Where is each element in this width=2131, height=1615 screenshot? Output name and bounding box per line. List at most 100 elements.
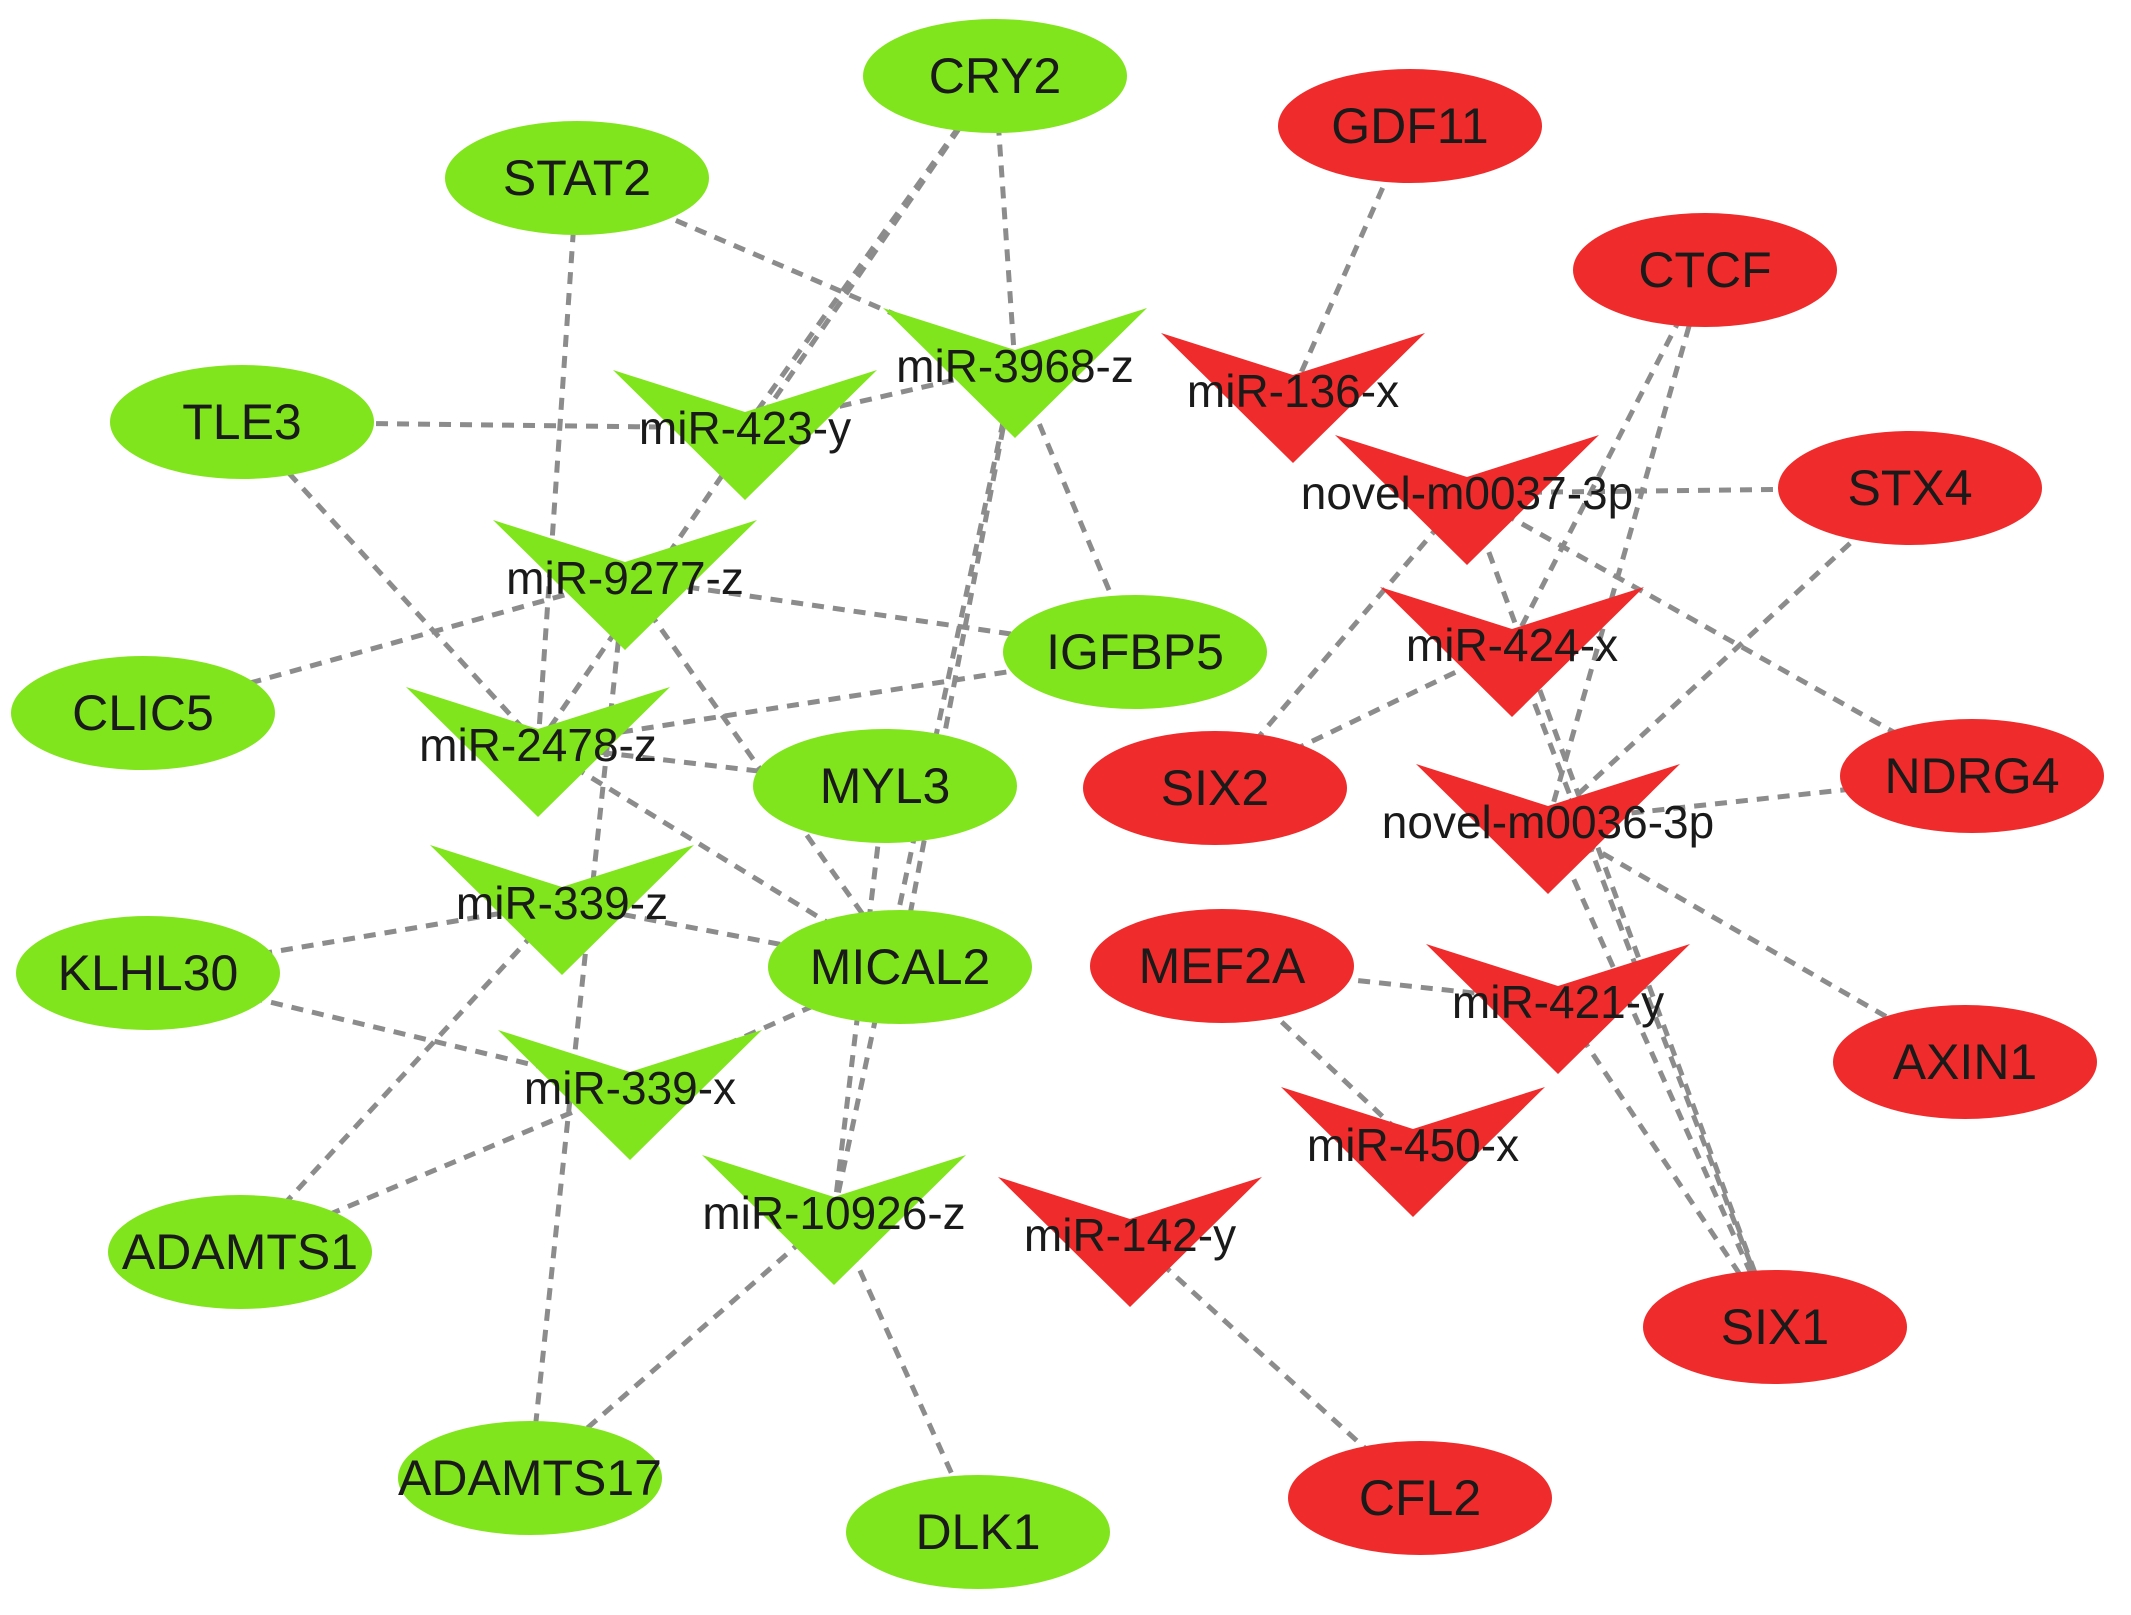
gene-label: CFL2	[1359, 1470, 1481, 1526]
edge-mir-10926-z-mir-3968-z	[831, 365, 1018, 1214]
gene-label: ADAMTS17	[398, 1450, 662, 1506]
gene-label: SIX2	[1161, 760, 1269, 816]
gene-ellipse-shape	[1278, 69, 1542, 183]
node-layer: miR-3968-z miR-423-y miR-9277-z miR-2478-z m…	[11, 19, 2104, 1589]
edge-mir-2478-z-myl3	[537, 742, 886, 789]
gene-label: STAT2	[503, 150, 651, 206]
mirna-arrow-shape	[1335, 435, 1599, 565]
mirna-node-mir-2478-z: miR-2478-z	[406, 687, 670, 817]
gene-ellipse-shape	[1573, 213, 1837, 327]
mirna-label: miR-423-y	[639, 402, 851, 454]
mirna-arrow-shape	[1380, 587, 1644, 717]
mirna-node-mir-10926-z: miR-10926-z	[702, 1155, 966, 1285]
gene-node-axin1: AXIN1	[1833, 1005, 2097, 1119]
mirna-label: miR-142-y	[1024, 1209, 1236, 1261]
gene-label: CTCF	[1638, 242, 1771, 298]
mirna-node-novel-m0036-3p: novel-m0036-3p	[1382, 764, 1714, 894]
gene-node-klhl30: KLHL30	[16, 916, 280, 1030]
mirna-arrow-shape	[1426, 944, 1690, 1074]
gene-node-mical2: MICAL2	[768, 910, 1032, 1024]
gene-node-igfbp5: IGFBP5	[1003, 595, 1267, 709]
gene-node-myl3: MYL3	[753, 729, 1017, 843]
mirna-label: miR-424-x	[1406, 619, 1618, 671]
mirna-node-mir-450-x: miR-450-x	[1281, 1087, 1545, 1217]
gene-ellipse-shape	[445, 121, 709, 235]
mirna-arrow-shape	[406, 687, 670, 817]
gene-node-cry2: CRY2	[863, 19, 1127, 133]
mirna-arrow-shape	[493, 520, 757, 650]
gene-node-stat2: STAT2	[445, 121, 709, 235]
edge-mir-2478-z-mical2	[536, 742, 902, 970]
gene-label: MYL3	[820, 758, 951, 814]
gene-node-cfl2: CFL2	[1288, 1441, 1552, 1555]
gene-node-six2: SIX2	[1083, 731, 1347, 845]
edge-novel-m0036-3p-ctcf	[1545, 269, 1708, 823]
gene-ellipse-shape	[11, 656, 275, 770]
gene-node-adamts1: ADAMTS1	[108, 1195, 372, 1309]
gene-node-ndrg4: NDRG4	[1840, 719, 2104, 833]
mirna-node-novel-m0037-3p: novel-m0037-3p	[1301, 435, 1633, 565]
gene-ellipse-shape	[108, 1195, 372, 1309]
gene-ellipse-shape	[1288, 1441, 1552, 1555]
gene-label: KLHL30	[58, 945, 239, 1001]
mirna-node-mir-339-x: miR-339-x	[498, 1030, 762, 1160]
mirna-label: miR-3968-z	[896, 340, 1134, 392]
gene-node-six1: SIX1	[1643, 1270, 1907, 1384]
edge-mir-10926-z-dlk1	[831, 1211, 981, 1534]
mirna-arrow-shape	[1416, 764, 1680, 894]
mirna-label: miR-9277-z	[506, 552, 744, 604]
gene-ellipse-shape	[846, 1475, 1110, 1589]
gene-node-gdf11: GDF11	[1278, 69, 1542, 183]
gene-label: AXIN1	[1893, 1034, 2038, 1090]
mirna-label: novel-m0036-3p	[1382, 796, 1714, 848]
mirna-arrow-shape	[883, 308, 1147, 438]
mirna-label: miR-2478-z	[419, 719, 657, 771]
gene-node-ctcf: CTCF	[1573, 213, 1837, 327]
gene-label: CRY2	[929, 48, 1061, 104]
mirna-label: miR-421-y	[1452, 976, 1664, 1028]
mirna-node-mir-421-y: miR-421-y	[1426, 944, 1690, 1074]
gene-label: GDF11	[1331, 98, 1488, 154]
gene-label: SIX1	[1721, 1299, 1829, 1355]
gene-ellipse-shape	[16, 916, 280, 1030]
gene-ellipse-shape	[768, 910, 1032, 1024]
gene-label: MICAL2	[810, 939, 991, 995]
edge-mir-339-z-mical2	[561, 900, 901, 970]
gene-ellipse-shape	[1778, 431, 2042, 545]
mirna-node-mir-9277-z: miR-9277-z	[493, 520, 757, 650]
gene-node-clic5: CLIC5	[11, 656, 275, 770]
gene-node-dlk1: DLK1	[846, 1475, 1110, 1589]
mirna-label: miR-339-z	[456, 877, 668, 929]
gene-label: CLIC5	[72, 685, 214, 741]
mirna-arrow-shape	[498, 1030, 762, 1160]
gene-ellipse-shape	[1083, 731, 1347, 845]
edge-mir-3968-z-mical2	[897, 365, 1018, 968]
edge-mir-2478-z-igfbp5	[537, 649, 1136, 748]
gene-label: IGFBP5	[1046, 624, 1224, 680]
gene-node-tle3: TLE3	[110, 365, 374, 479]
gene-ellipse-shape	[1643, 1270, 1907, 1384]
edge-mir-3968-z-stat2	[576, 175, 1016, 369]
gene-ellipse-shape	[1840, 719, 2104, 833]
gene-ellipse-shape	[1090, 909, 1354, 1023]
gene-ellipse-shape	[863, 19, 1127, 133]
mirna-label: novel-m0037-3p	[1301, 467, 1633, 519]
gene-ellipse-shape	[110, 365, 374, 479]
gene-ellipse-shape	[1833, 1005, 2097, 1119]
mirna-arrow-shape	[1281, 1087, 1545, 1217]
mirna-label: miR-450-x	[1307, 1119, 1519, 1171]
mirna-node-mir-136-x: miR-136-x	[1161, 333, 1425, 463]
mirna-arrow-shape	[430, 845, 694, 975]
edge-mir-339-z-adamts1	[238, 901, 564, 1254]
gene-label: NDRG4	[1884, 748, 2059, 804]
mirna-node-mir-423-y: miR-423-y	[613, 370, 877, 500]
gene-label: TLE3	[182, 394, 302, 450]
gene-label: DLK1	[915, 1504, 1040, 1560]
mirna-node-mir-142-y: miR-142-y	[998, 1177, 1262, 1307]
gene-ellipse-shape	[398, 1421, 662, 1535]
mirna-node-mir-3968-z: miR-3968-z	[883, 308, 1147, 438]
gene-ellipse-shape	[753, 729, 1017, 843]
gene-label: STX4	[1847, 460, 1972, 516]
mirna-node-mir-339-z: miR-339-z	[430, 845, 694, 975]
